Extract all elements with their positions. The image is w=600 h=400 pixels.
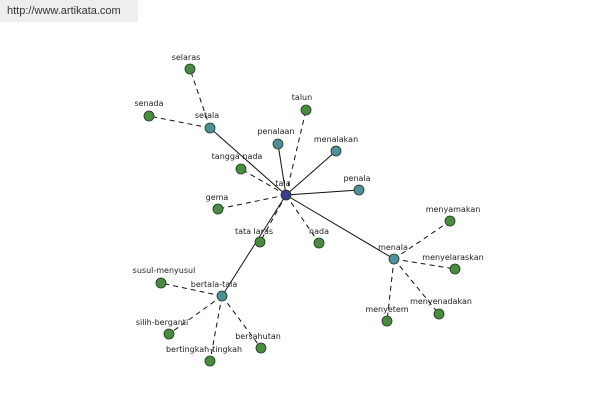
node-menyetem[interactable]: menyetem: [365, 305, 409, 327]
node-bersahutan[interactable]: bersahutan: [235, 332, 281, 354]
node-bertingkah-tingkah-circle[interactable]: [204, 355, 216, 367]
node-silih-berganti-circle[interactable]: [163, 328, 175, 340]
node-penalaan-label[interactable]: penalaan: [257, 127, 294, 136]
node-menalakan-circle[interactable]: [330, 145, 342, 157]
node-penala[interactable]: penala: [343, 174, 371, 196]
node-silih-berganti[interactable]: silih-berganti: [136, 318, 188, 340]
node-senada-circle[interactable]: [143, 110, 155, 122]
node-menyenadakan-label[interactable]: menyenadakan: [410, 297, 472, 306]
node-menalakan-label[interactable]: menalakan: [314, 135, 358, 144]
node-tata-laras[interactable]: tata laras: [235, 227, 273, 248]
edge-bertala-tala-bersahutan: [221, 295, 262, 349]
source-url-banner[interactable]: http://www.artikata.com: [0, 0, 138, 22]
node-nada-label[interactable]: nada: [309, 227, 329, 236]
node-menyenadakan-circle[interactable]: [433, 308, 445, 320]
node-menala-label[interactable]: menala: [378, 243, 408, 252]
node-susul-menyusul-circle[interactable]: [155, 277, 167, 289]
edge-setala-senada: [148, 115, 211, 129]
node-susul-menyusul[interactable]: susul-menyusul: [133, 266, 196, 289]
node-menyamakan-label[interactable]: menyamakan: [426, 205, 481, 214]
edge-tala-setala: [209, 127, 287, 196]
node-penalaan-circle[interactable]: [272, 138, 284, 150]
node-tangga-nada[interactable]: tangga nada: [212, 152, 263, 175]
node-talun-label[interactable]: talun: [292, 93, 312, 102]
nodes-layer: tala setala penalaan menalakan penala menala b…: [133, 53, 484, 367]
node-bertala-tala-label[interactable]: bertala-tala: [191, 280, 238, 289]
node-penalaan[interactable]: penalaan: [257, 127, 295, 150]
edge-tala-menalakan: [285, 150, 337, 196]
node-bertala-tala-circle[interactable]: [216, 290, 228, 302]
node-selaras[interactable]: selaras: [172, 53, 201, 75]
node-menyetem-label[interactable]: menyetem: [365, 305, 409, 314]
node-tangga-nada-circle[interactable]: [235, 163, 247, 175]
node-senada[interactable]: senada: [134, 99, 164, 122]
node-menyamakan-circle[interactable]: [444, 215, 456, 227]
node-tangga-nada-label[interactable]: tangga nada: [212, 152, 263, 161]
node-nada[interactable]: nada: [309, 227, 329, 249]
node-penala-label[interactable]: penala: [343, 174, 370, 183]
node-menala-circle[interactable]: [388, 253, 400, 265]
node-tala-label[interactable]: tala: [275, 179, 290, 188]
node-bertingkah-tingkah-label[interactable]: bertingkah-tingkah: [166, 345, 242, 354]
node-menyelaraskan[interactable]: menyelaraskan: [422, 253, 484, 275]
node-bertala-tala[interactable]: bertala-tala: [191, 280, 238, 302]
node-menalakan[interactable]: menalakan: [314, 135, 358, 157]
edge-tala-gema: [217, 194, 287, 210]
edge-tala-penalaan: [277, 143, 287, 196]
node-bersahutan-label[interactable]: bersahutan: [235, 332, 281, 341]
edge-menala-menyamakan: [393, 220, 451, 260]
node-menyetem-circle[interactable]: [381, 315, 393, 327]
node-setala-circle[interactable]: [204, 122, 216, 134]
node-bertingkah-tingkah[interactable]: bertingkah-tingkah: [166, 345, 242, 367]
edge-tala-bertala-tala: [221, 194, 287, 297]
node-setala[interactable]: setala: [195, 111, 219, 134]
edge-bertala-tala-susul-menyusul: [160, 282, 223, 297]
node-menyelaraskan-circle[interactable]: [449, 263, 461, 275]
edge-setala-selaras: [189, 68, 211, 129]
edge-tala-menala: [285, 194, 395, 260]
edge-menala-menyenadakan: [393, 258, 440, 315]
node-selaras-circle[interactable]: [184, 63, 196, 75]
node-gema-label[interactable]: gema: [206, 193, 229, 202]
node-bersahutan-circle[interactable]: [255, 342, 267, 354]
edges-layer: [148, 68, 456, 362]
node-penala-circle[interactable]: [353, 184, 365, 196]
node-nada-circle[interactable]: [313, 237, 325, 249]
edge-tala-talun: [285, 109, 307, 196]
edge-menala-menyelaraskan: [393, 258, 456, 270]
edge-menala-menyetem: [386, 258, 395, 322]
node-menyamakan[interactable]: menyamakan: [426, 205, 481, 227]
node-senada-label[interactable]: senada: [134, 99, 163, 108]
node-susul-menyusul-label[interactable]: susul-menyusul: [133, 266, 196, 275]
node-setala-label[interactable]: setala: [195, 111, 219, 120]
node-talun[interactable]: talun: [292, 93, 312, 116]
node-talun-circle[interactable]: [300, 104, 312, 116]
node-tala[interactable]: tala: [275, 179, 292, 201]
node-menyelaraskan-label[interactable]: menyelaraskan: [422, 253, 483, 262]
node-menyenadakan[interactable]: menyenadakan: [410, 297, 472, 320]
node-tata-laras-label[interactable]: tata laras: [235, 227, 273, 236]
edge-tala-nada: [285, 194, 320, 244]
edge-tala-penala: [285, 189, 360, 196]
node-gema[interactable]: gema: [206, 193, 229, 215]
node-gema-circle[interactable]: [212, 203, 224, 215]
node-tala-circle[interactable]: [280, 189, 292, 201]
edge-bertala-tala-bertingkah-tingkah: [209, 295, 223, 362]
node-silih-berganti-label[interactable]: silih-berganti: [136, 318, 188, 327]
node-menala[interactable]: menala: [378, 243, 408, 265]
edge-bertala-tala-silih-berganti: [168, 295, 223, 335]
node-tata-laras-circle[interactable]: [254, 236, 266, 248]
node-selaras-label[interactable]: selaras: [172, 53, 201, 62]
